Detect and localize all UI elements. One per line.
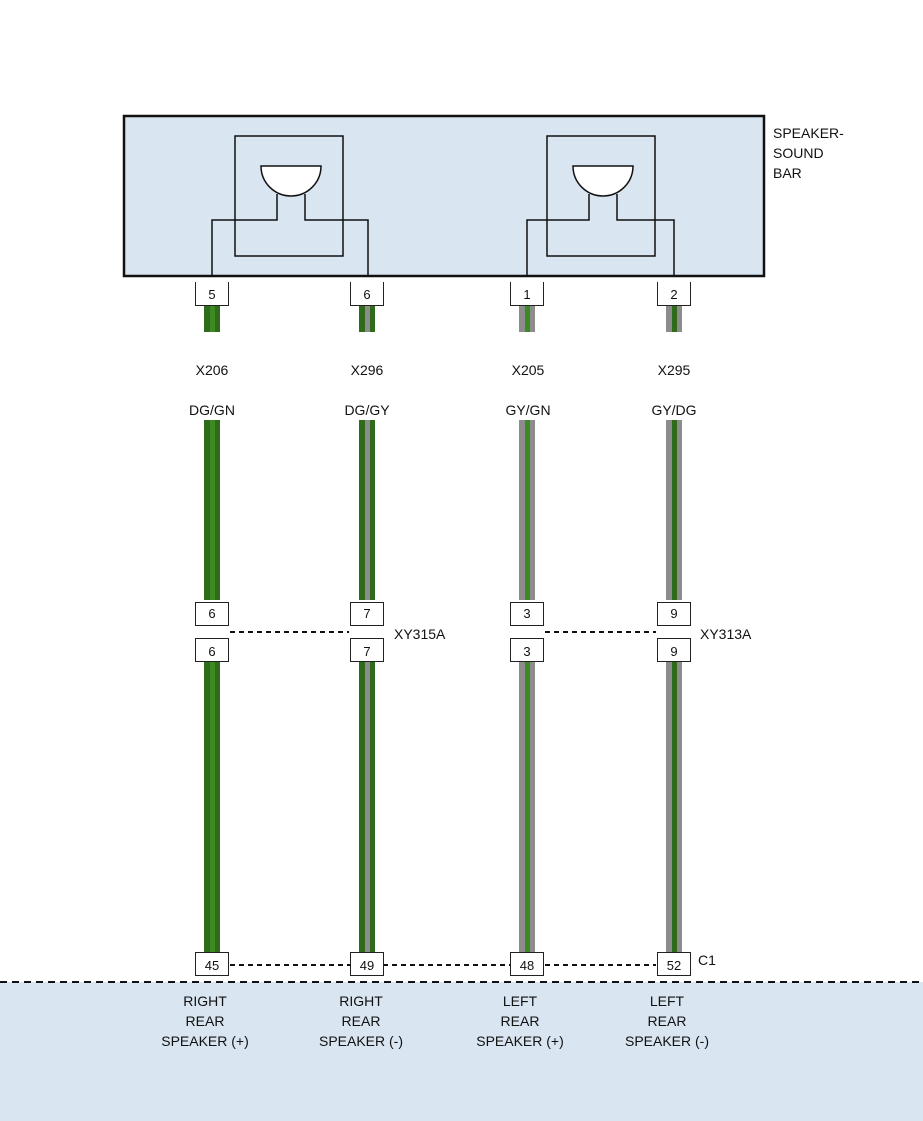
inline-pin: 3 — [510, 602, 544, 626]
wire-stripe — [210, 384, 215, 600]
wire-stripe — [672, 306, 677, 332]
module-pin: 6 — [350, 282, 384, 306]
wire-stripe — [210, 662, 215, 954]
destination-label: RIGHT REAR SPEAKER (-) — [318, 993, 403, 1049]
module-name: SPEAKER- SOUND BAR — [773, 125, 844, 181]
inline-pin: 3 — [510, 638, 544, 662]
wire-stripe — [525, 306, 530, 332]
wire-stripe — [672, 384, 677, 600]
circuit-label: X295 GY/DG — [628, 340, 720, 420]
inline-pin: 6 — [195, 638, 229, 662]
bottom-connector-pin: 48 — [510, 952, 544, 976]
destination-label: RIGHT REAR SPEAKER (+) — [161, 993, 249, 1049]
circuit-id: X205 — [511, 362, 545, 378]
inline-pin: 9 — [657, 638, 691, 662]
inline-pin: 6 — [195, 602, 229, 626]
speaker-symbol-icon — [211, 135, 369, 276]
wire-color: GY/GN — [505, 402, 551, 418]
destination-label: LEFT REAR SPEAKER (+) — [476, 993, 564, 1049]
wire-stripe — [365, 306, 370, 332]
bottom-connector-pin: 45 — [195, 952, 229, 976]
bottom-connector-pin: 52 — [657, 952, 691, 976]
inline-pin: 7 — [350, 638, 384, 662]
bottom-connector-name: C1 — [698, 952, 716, 968]
wire-stripe — [525, 662, 530, 954]
bottom-component-area — [0, 982, 923, 1121]
circuit-id: X296 — [350, 362, 384, 378]
module-pin: 1 — [510, 282, 544, 306]
circuit-label: X205 GY/GN — [482, 340, 574, 420]
circuit-label: X296 DG/GY — [321, 340, 413, 420]
module-pin: 5 — [195, 282, 229, 306]
circuit-id: X206 — [195, 362, 229, 378]
circuit-id: X295 — [657, 362, 691, 378]
bottom-connector-pin: 49 — [350, 952, 384, 976]
inline-connector-name: XY313A — [700, 626, 752, 642]
wire-stripe — [525, 384, 530, 600]
wire-stripe — [365, 662, 370, 954]
wire-stripe — [210, 306, 215, 332]
inline-connector-name: XY315A — [394, 626, 446, 642]
wire-stripe — [672, 662, 677, 954]
wire-color: DG/GY — [344, 402, 390, 418]
wire-color: GY/DG — [651, 402, 697, 418]
circuit-label: X206 DG/GN — [172, 340, 252, 420]
inline-pin: 9 — [657, 602, 691, 626]
inline-pin: 7 — [350, 602, 384, 626]
speaker-symbol-icon — [526, 135, 675, 276]
wire-stripe — [365, 384, 370, 600]
module-pin: 2 — [657, 282, 691, 306]
sound-bar-module-box — [122, 114, 766, 278]
wire-color: DG/GN — [189, 402, 235, 418]
destination-label: LEFT REAR SPEAKER (-) — [624, 993, 709, 1049]
